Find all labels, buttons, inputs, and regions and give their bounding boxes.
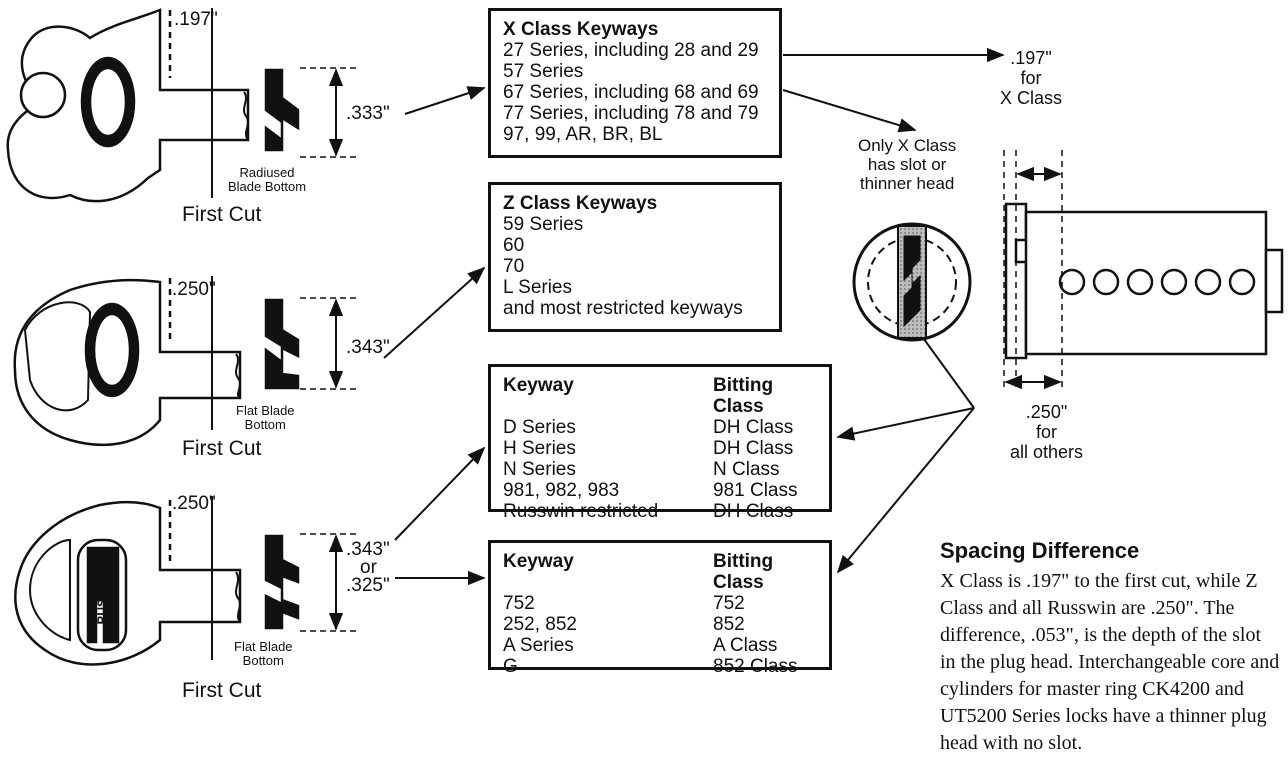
- key-2-brand: CORBIN: [105, 326, 119, 373]
- cylinder-side: [1003, 150, 1284, 392]
- z-class-line: 60: [503, 235, 525, 256]
- table-1-cell: DH Class: [713, 438, 794, 459]
- key-3-height-label-b: .325": [346, 575, 390, 596]
- x-class-line: 67 Series, including 68 and 69: [503, 82, 759, 103]
- key-3-height-label-or: or: [360, 557, 377, 578]
- spacing-difference-title: Spacing Difference: [940, 538, 1140, 563]
- key-3-russwin: [14, 496, 300, 666]
- connector-arrows: [383, 47, 1005, 586]
- table-2-cell: A Series: [503, 635, 574, 656]
- table-2-cell: 752: [503, 593, 535, 614]
- table-1-cell: 981, 982, 983: [503, 480, 620, 501]
- key-2-bow-inner: [23, 301, 92, 412]
- table-1-cell: 981 Class: [713, 480, 798, 501]
- key-1-top-dim: .197": [174, 9, 218, 30]
- key-2-height-label: .343": [346, 337, 390, 358]
- key-2-first-cut: First Cut: [182, 437, 262, 460]
- table-1-header-keyway: Keyway: [503, 375, 574, 396]
- key-1-blade-label: Radiused Blade Bottom: [228, 165, 307, 194]
- key-3-keyway-profile: [264, 534, 300, 630]
- key-1-height-dim: [300, 67, 360, 158]
- keyway-table-1: Keyway Bitting Class D Series DH Class H…: [488, 364, 832, 522]
- key-1-height-label: .333": [346, 103, 390, 124]
- z-class-keyways-box: Z Class Keyways 59 Series 60 70 L Series…: [488, 182, 782, 332]
- table-2-header-bitting: Bitting Class: [713, 551, 774, 593]
- key-3-first-cut: First Cut: [182, 679, 262, 702]
- x-class-keyways-box: X Class Keyways 27 Series, including 28 …: [488, 8, 782, 158]
- key-2-corbin: [13, 276, 300, 446]
- key-1-hole: [19, 71, 67, 119]
- x-class-spacing-note: .197" for X Class: [1000, 48, 1063, 108]
- table-2-cell: A Class: [713, 635, 778, 656]
- key-3-height-dim: [300, 533, 360, 632]
- z-class-line: and most restricted keyways: [503, 298, 743, 319]
- key-2-logo-inner: [92, 312, 132, 388]
- keyway-table-2: Keyway Bitting Class 752 752 252, 852 85…: [488, 540, 832, 677]
- key-3-blade-label: Flat Blade Bottom: [234, 639, 293, 668]
- spacing-difference-body: X Class is .197" to the first cut, while…: [940, 570, 1280, 754]
- table-1-cell: DH Class: [713, 501, 794, 522]
- table-2-cell: 252, 852: [503, 614, 577, 635]
- key-1-brand: CORBIN: [101, 78, 115, 125]
- cylinder-face: [852, 222, 972, 342]
- z-class-line: 70: [503, 256, 525, 277]
- table-1-cell: N Series: [503, 459, 576, 480]
- table-1-cell: D Series: [503, 417, 576, 438]
- key-3-brand: RUSSWIN: [95, 568, 109, 625]
- key-1-first-cut: First Cut: [182, 203, 262, 226]
- slot-note: Only X Class has slot or thinner head: [858, 136, 957, 193]
- key-3-height-label-a: .343": [346, 539, 390, 560]
- key-3-top-dim: .250": [172, 493, 216, 514]
- x-class-line: 97, 99, AR, BR, BL: [503, 124, 663, 145]
- table-1-cell: DH Class: [713, 417, 794, 438]
- key-1-break: [243, 91, 249, 141]
- x-class-line: 27 Series, including 28 and 29: [503, 40, 759, 61]
- key-2-top-dim: .250": [172, 279, 216, 300]
- key-3-bow-window: [28, 538, 71, 642]
- table-2-header-keyway: Keyway: [503, 551, 574, 572]
- z-class-line: 59 Series: [503, 214, 584, 235]
- all-others-spacing-note: .250" for all others: [1010, 402, 1084, 462]
- key-2-break: [235, 353, 241, 399]
- table-1-cell: Russwin restricted: [503, 501, 659, 522]
- table-2-cell: 852: [713, 614, 745, 635]
- key-3-logo-r: [86, 546, 120, 644]
- key-3-break: [235, 571, 241, 623]
- table-2-cell: G: [503, 656, 518, 677]
- z-class-title: Z Class Keyways: [503, 193, 658, 214]
- key-1-corbin: [6, 8, 300, 203]
- key-1-logo-inner: [88, 66, 128, 138]
- key-2-blade-label: Flat Blade Bottom: [236, 403, 295, 432]
- key-1-keyway-profile: [264, 68, 300, 152]
- key-2-keyway-profile: [264, 298, 300, 390]
- table-2-cell: 852 Class: [713, 656, 798, 677]
- table-2-cell: 752: [713, 593, 745, 614]
- table-1-header-bitting: Bitting Class: [713, 375, 774, 417]
- x-class-title: X Class Keyways: [503, 19, 659, 40]
- key-2-height-dim: [300, 297, 360, 390]
- key-3-bow: [14, 500, 242, 666]
- x-class-line: 57 Series: [503, 61, 584, 82]
- x-class-line: 77 Series, including 78 and 79: [503, 103, 759, 124]
- table-1-cell: N Class: [713, 459, 780, 480]
- table-1-cell: H Series: [503, 438, 576, 459]
- z-class-line: L Series: [503, 277, 572, 298]
